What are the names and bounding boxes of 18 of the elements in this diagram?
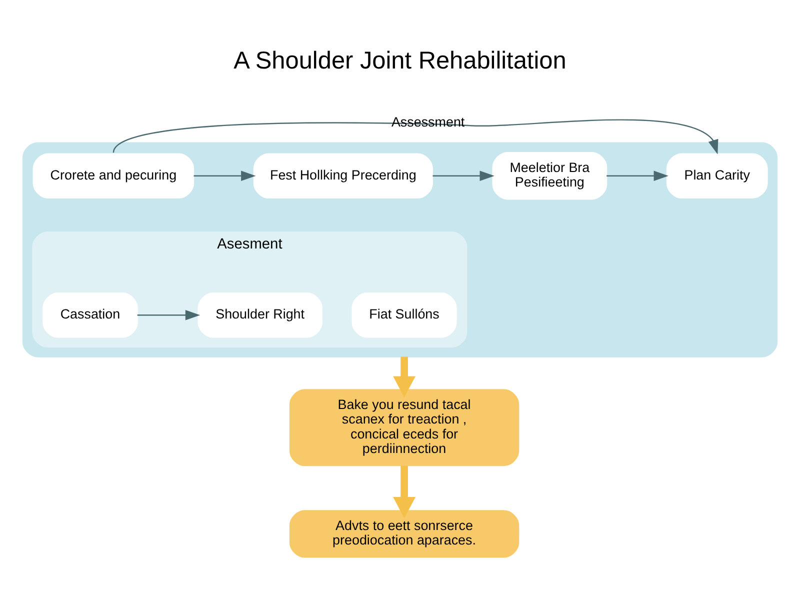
- arrow: [393, 356, 416, 398]
- node-box: Fest Hollking Precerding: [253, 152, 433, 198]
- arrow: [606, 170, 668, 180]
- node-box: Fiat Sullóns: [352, 292, 457, 338]
- arrow: [137, 310, 200, 320]
- node-box: Meeletior Bra Pesifieeting: [492, 152, 608, 200]
- node-box: Shoulder Right: [198, 292, 322, 338]
- arrow: [112, 118, 718, 154]
- node-box: Plan Carity: [666, 152, 768, 198]
- diagram-title: A Shoulder Joint Rehabilitation: [234, 46, 566, 74]
- arrow: [393, 465, 416, 518]
- cluster: [22, 142, 778, 357]
- node-box: Cassation: [42, 292, 138, 338]
- arrow: [194, 170, 256, 180]
- node-box: Bake you resund tacal scanex for treaction , concical eceds for perdiinnection: [289, 388, 520, 466]
- node-box: Crorete and pecuring: [32, 152, 194, 198]
- node-box: Advts to eett sonrserce preodiocation aparaces.: [289, 510, 520, 558]
- arrow: [432, 170, 494, 180]
